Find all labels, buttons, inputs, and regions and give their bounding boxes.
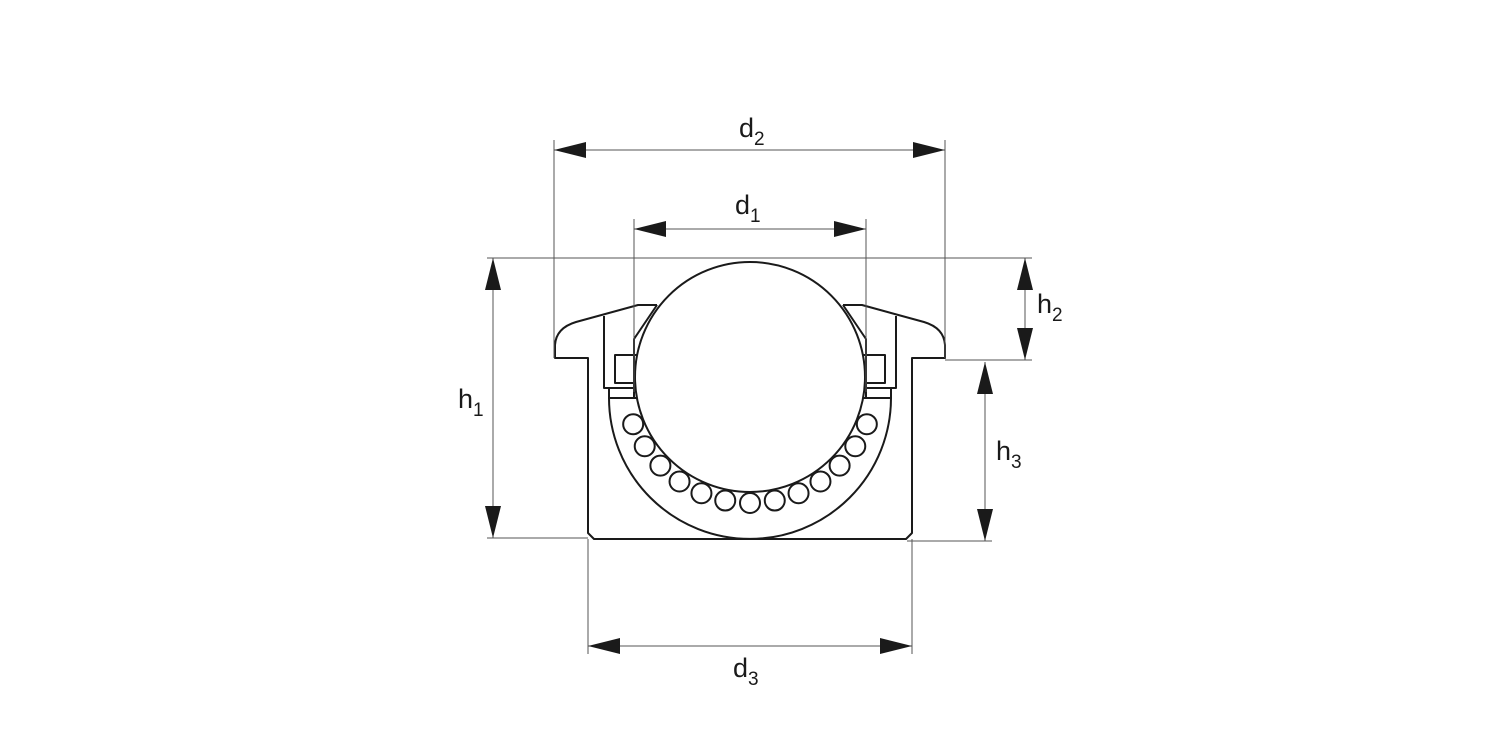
arrowhead-icon (834, 221, 866, 237)
label-d1-symbol: d (735, 190, 750, 220)
support-ball (739, 492, 761, 514)
support-ball (668, 470, 691, 493)
dim-h1: h1 (458, 258, 501, 538)
label-h2-symbol: h (1037, 289, 1052, 319)
arrowhead-icon (880, 638, 912, 654)
arrowhead-icon (977, 362, 993, 394)
label-d2: d2 (739, 113, 765, 150)
arrowhead-icon (554, 142, 586, 158)
label-d3-symbol: d (733, 653, 748, 683)
label-d1: d1 (735, 190, 761, 227)
arrowhead-icon (485, 258, 501, 290)
support-ball (690, 482, 713, 505)
dim-d3: d3 (588, 638, 912, 690)
support-ball (828, 454, 851, 477)
support-ball (622, 413, 645, 436)
support-ball (649, 454, 672, 477)
support-ball (844, 435, 867, 458)
support-ball (763, 489, 786, 512)
label-d2-subscript: 2 (754, 129, 765, 150)
label-d3-subscript: 3 (748, 669, 759, 690)
right-retainer-base (862, 387, 892, 399)
support-ball (787, 482, 810, 505)
label-h1-symbol: h (458, 384, 473, 414)
label-h2-subscript: 2 (1052, 305, 1063, 326)
label-h3-symbol: h (996, 436, 1011, 466)
dim-h3: h3 (977, 362, 1022, 541)
label-h1: h1 (458, 384, 484, 421)
label-h3-subscript: 3 (1011, 452, 1022, 473)
dim-d1: d1 (634, 190, 866, 237)
left-retainer-body (603, 316, 637, 389)
right-retainer-body (863, 316, 897, 389)
arrowhead-icon (977, 509, 993, 541)
dim-d2: d2 (554, 113, 945, 158)
arrowhead-icon (913, 142, 945, 158)
left-retainer-base (608, 387, 638, 399)
label-d3: d3 (733, 653, 759, 690)
arrowhead-icon (485, 506, 501, 538)
support-ball (714, 489, 737, 512)
label-h2: h2 (1037, 289, 1063, 326)
support-balls (622, 413, 878, 514)
extension-lines (487, 140, 1032, 654)
arrowhead-icon (588, 638, 620, 654)
support-ball (855, 413, 878, 436)
label-h3: h3 (996, 436, 1022, 473)
support-ball (809, 470, 832, 493)
dim-h2: h2 (1017, 258, 1063, 360)
arrowhead-icon (634, 221, 666, 237)
label-h1-subscript: 1 (473, 400, 484, 421)
label-d2-symbol: d (739, 113, 754, 143)
arrowhead-icon (1017, 328, 1033, 360)
label-d1-subscript: 1 (750, 206, 761, 227)
main-ball (634, 261, 866, 493)
arrowhead-icon (1017, 258, 1033, 290)
outer-race (608, 397, 892, 540)
support-ball (633, 435, 656, 458)
